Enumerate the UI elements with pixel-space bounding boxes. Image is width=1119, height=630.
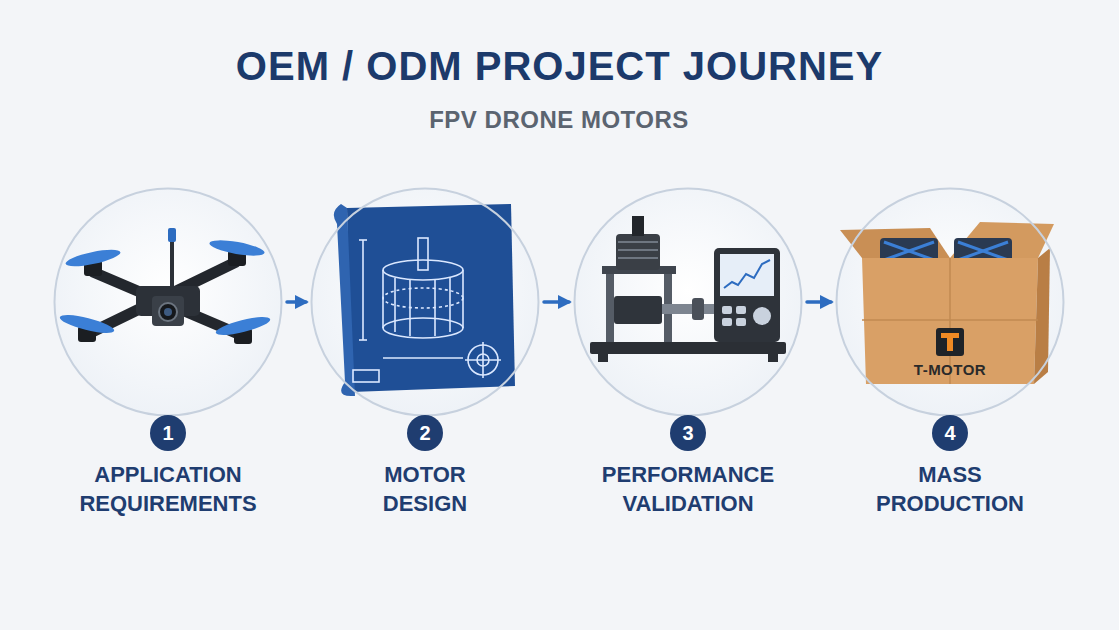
- step-circle: 3PERFORMANCE VALIDATION: [558, 187, 818, 518]
- circle-shape: [53, 187, 283, 417]
- flow-arrow: [807, 300, 831, 304]
- circle-outline: [573, 187, 803, 417]
- subtitle-rule: [728, 119, 940, 121]
- step-circle: 2MOTOR DESIGN: [295, 187, 555, 518]
- circle-ground: [311, 188, 539, 416]
- circle-shape: [835, 187, 1065, 417]
- circle-outline: [310, 187, 540, 417]
- subtitle: FPV DRONE MOTORS: [409, 106, 709, 134]
- step-number: 4: [932, 415, 968, 451]
- test-bench-illustration: [590, 216, 786, 362]
- step-label: PERFORMANCE VALIDATION: [581, 461, 796, 518]
- blueprint-illustration: [334, 204, 515, 396]
- step-circle: 1APPLICATION REQUIREMENTS: [38, 187, 298, 518]
- step-number: 3: [670, 415, 706, 451]
- flow-arrow: [544, 300, 569, 304]
- circle-ground: [836, 188, 1064, 416]
- flow-arrow: [287, 300, 306, 304]
- circle-ground: [54, 188, 282, 416]
- circle-ground: [574, 188, 802, 416]
- circle-outline: [53, 187, 283, 417]
- circle-outline: [835, 187, 1065, 417]
- step-label: MASS PRODUCTION: [850, 461, 1050, 518]
- step-number: 1: [150, 415, 186, 451]
- subtitle-rule: [178, 119, 392, 121]
- shipping-box-illustration: [840, 222, 1054, 384]
- circle-shape: [310, 187, 540, 417]
- drone-illustration: [58, 228, 271, 344]
- step-label: APPLICATION REQUIREMENTS: [61, 461, 276, 518]
- step-circle: 4MASS PRODUCTION: [820, 187, 1080, 518]
- step-number: 2: [407, 415, 443, 451]
- brand-label: T-MOTOR: [870, 361, 1030, 378]
- step-label: MOTOR DESIGN: [345, 461, 505, 518]
- circle-shape: [573, 187, 803, 417]
- title: OEM / ODM PROJECT JOURNEY: [0, 44, 1119, 89]
